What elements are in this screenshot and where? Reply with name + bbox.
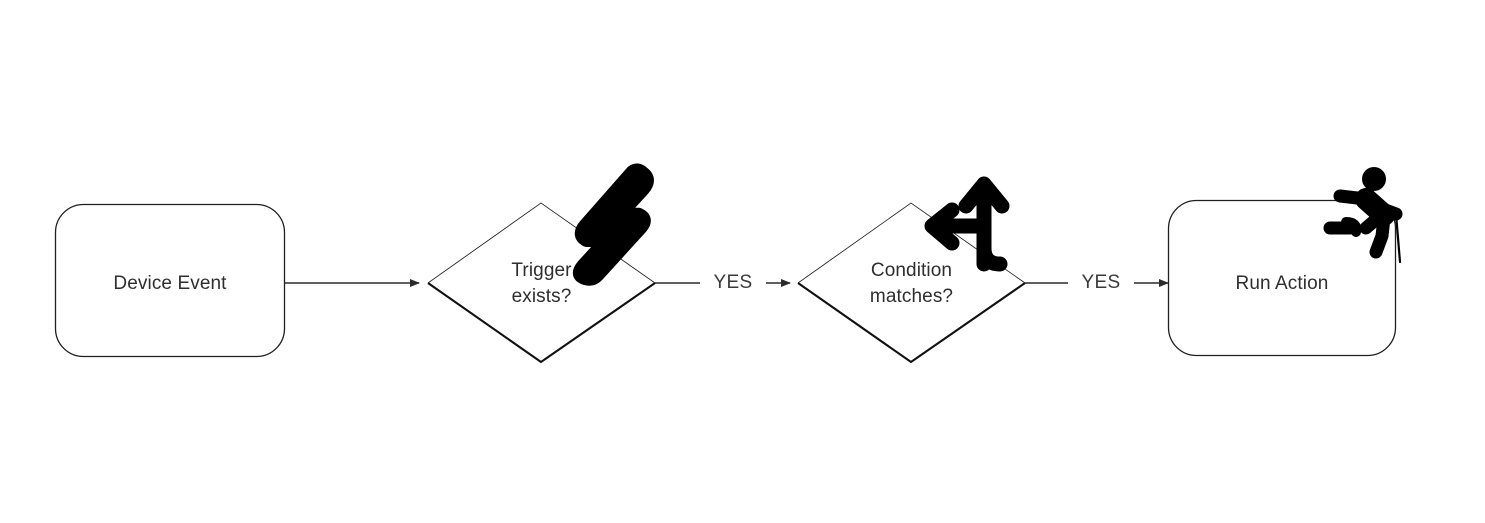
node-run-action-shape[interactable] bbox=[1167, 199, 1397, 357]
branch-arrows-icon bbox=[924, 176, 1010, 272]
lightning-bolt-icon bbox=[572, 163, 654, 286]
node-condition-shape-heavy bbox=[797, 282, 1026, 364]
running-person-icon bbox=[1323, 167, 1403, 264]
edge-label-trigger-yes: YES bbox=[713, 272, 753, 293]
edge-label-condition-yes: YES bbox=[1081, 272, 1121, 293]
node-trigger-shape-heavy bbox=[427, 282, 656, 364]
node-device-event-shape[interactable] bbox=[54, 203, 286, 358]
